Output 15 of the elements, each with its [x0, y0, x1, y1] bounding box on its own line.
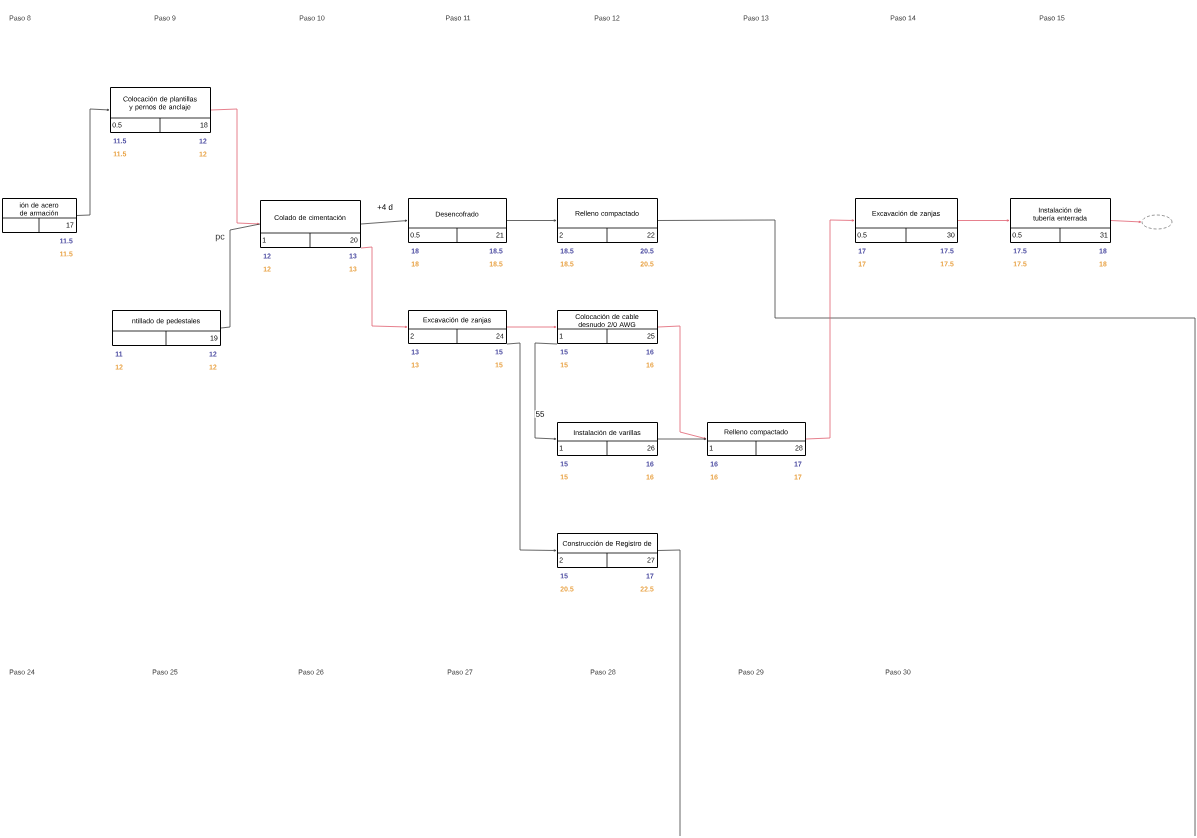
arrow [657, 437, 707, 441]
arrow [506, 325, 557, 329]
arrow [360, 246, 408, 328]
arrow [534, 342, 558, 440]
arrow [76, 108, 110, 216]
arrow [210, 108, 260, 225]
arrow [1110, 220, 1142, 223]
arrow [506, 342, 557, 552]
end-node [1141, 214, 1173, 230]
arrow [805, 219, 855, 440]
arrow [506, 219, 557, 222]
arrow [957, 219, 1010, 222]
arrow [360, 219, 408, 225]
note-text: pc [215, 234, 225, 242]
arrow [657, 325, 707, 440]
